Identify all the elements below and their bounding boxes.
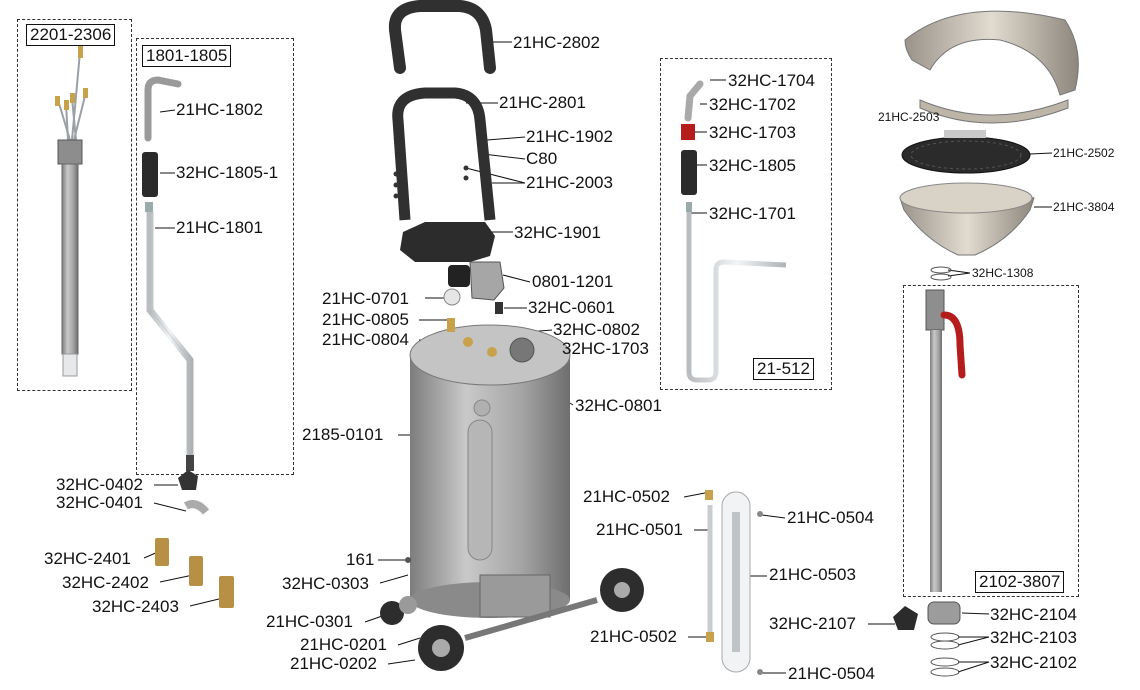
part-label-32hc-1702: 32HC-1702 [709, 95, 796, 114]
part-label-32hc-0601: 32HC-0601 [528, 298, 615, 317]
part-label-32hc-1704: 32HC-1704 [728, 71, 815, 90]
part-label-21hc-0502-top: 21HC-0502 [583, 487, 670, 506]
part-label-32hc-1805: 32HC-1805 [709, 156, 796, 175]
part-label-2185-0101: 2185-0101 [302, 425, 384, 444]
part-label-32hc-0801: 32HC-0801 [575, 396, 662, 415]
part-label-32hc-1805-1: 32HC-1805-1 [176, 163, 279, 182]
part-label-21hc-0804: 21HC-0804 [322, 330, 409, 349]
part-label-21hc-0504-top: 21HC-0504 [787, 508, 874, 527]
tank [409, 318, 571, 618]
cart [380, 557, 644, 671]
part-label-32hc-1901: 32HC-1901 [514, 223, 601, 242]
part-label-32hc-2102: 32HC-2102 [990, 653, 1077, 672]
part-label-21hc-2502: 21HC-2502 [1053, 146, 1115, 160]
part-label-c80: C80 [526, 149, 558, 168]
part-label-32hc-1308: 32HC-1308 [972, 266, 1034, 280]
valve [443, 261, 505, 314]
part-label-21hc-3804: 21HC-3804 [1053, 200, 1115, 214]
part-label-21hc-1802: 21HC-1802 [176, 100, 263, 119]
part-label-32hc-1703: 32HC-1703 [709, 123, 796, 142]
part-label-21hc-0301: 21HC-0301 [266, 612, 353, 631]
group-box-21-512 [660, 58, 832, 390]
part-label-21hc-2802: 21HC-2802 [513, 33, 600, 52]
part-label-21hc-2003: 21HC-2003 [526, 173, 613, 192]
group-label-1801-1805: 1801-1805 [142, 45, 232, 67]
part-label-21hc-0701: 21HC-0701 [322, 289, 409, 308]
part-label-32hc-1701: 32HC-1701 [709, 204, 796, 223]
part-label-21hc-1902: 21HC-1902 [526, 127, 613, 146]
part-label-21hc-0501: 21HC-0501 [596, 520, 683, 539]
part-label-32hc-2103: 32HC-2103 [990, 628, 1077, 647]
quick-couplers [155, 538, 234, 608]
part-label-32hc-0303: 32HC-0303 [282, 574, 369, 593]
part-label-21hc-0202: 21HC-0202 [290, 654, 377, 673]
part-label-21hc-1801: 21HC-1801 [176, 218, 263, 237]
part-label-32hc-0802: 32HC-0802 [553, 320, 640, 339]
part-label-32hc-1703-tank: 32HC-1703 [562, 339, 649, 358]
group-label-2102-3807: 2102-3807 [975, 571, 1065, 593]
group-box-2201-2306 [17, 19, 132, 391]
group-label-2201-2306: 2201-2306 [26, 24, 116, 46]
part-label-32hc-2402: 32HC-2402 [62, 573, 149, 592]
part-label-21hc-0502-bottom: 21HC-0502 [590, 627, 677, 646]
drain-pipe-assembly [925, 289, 966, 592]
tray [400, 222, 495, 262]
part-label-32hc-0402: 32HC-0402 [56, 475, 143, 494]
funnel-assembly [899, 10, 1079, 281]
part-label-21hc-0504-bottom: 21HC-0504 [788, 664, 875, 683]
sight-tube-assembly [681, 80, 787, 383]
group-box-1801-1805 [136, 38, 294, 475]
part-label-32hc-2107: 32HC-2107 [769, 614, 856, 633]
part-label-32hc-2403: 32HC-2403 [92, 597, 179, 616]
probe-bundle [55, 46, 88, 377]
part-label-21hc-2801: 21HC-2801 [499, 93, 586, 112]
part-label-161: 161 [346, 550, 375, 569]
part-label-32hc-0401: 32HC-0401 [56, 493, 143, 512]
handles [388, 0, 496, 221]
part-label-21hc-0503: 21HC-0503 [769, 565, 856, 584]
part-label-21hc-0805: 21HC-0805 [322, 310, 409, 329]
part-label-21hc-2503: 21HC-2503 [878, 110, 940, 124]
elbow-tube-assembly [142, 76, 210, 515]
part-label-0801-1201: 0801-1201 [532, 272, 614, 291]
part-label-32hc-2104: 32HC-2104 [990, 605, 1077, 624]
level-gauge [705, 490, 763, 675]
group-label-21-512: 21-512 [753, 358, 814, 380]
part-label-32hc-2401: 32HC-2401 [44, 549, 131, 568]
bottom-right-parts [893, 601, 961, 677]
group-box-2102-3807 [903, 285, 1079, 597]
part-label-21hc-0201: 21HC-0201 [300, 635, 387, 654]
